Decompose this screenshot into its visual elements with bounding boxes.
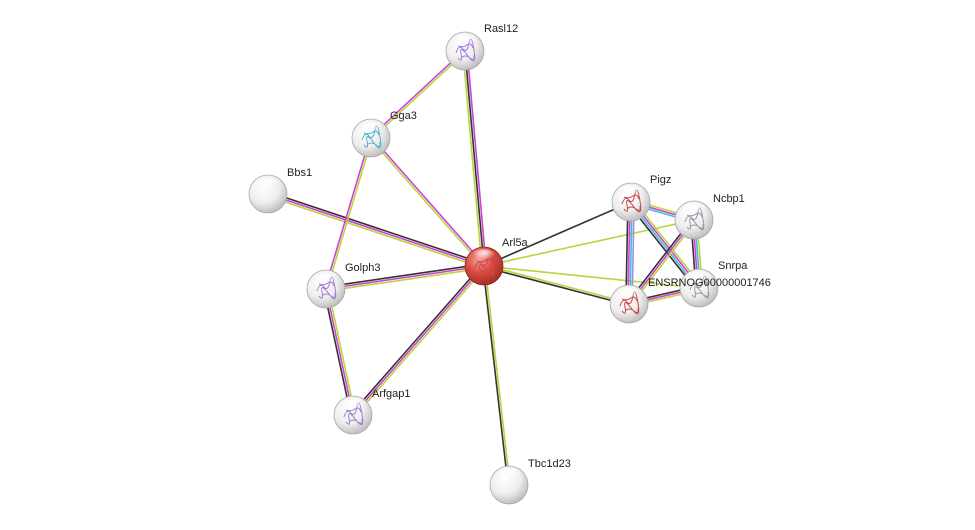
node-highlight xyxy=(687,271,711,285)
edge-evidence-coexpression xyxy=(483,201,632,267)
edge-arl5a-ncbp1[interactable] xyxy=(483,219,695,267)
node-label: ENSRNOG00000001746 xyxy=(648,277,771,289)
node-highlight xyxy=(341,398,365,412)
edge-arl5a-gga3[interactable] xyxy=(369,136,486,268)
node-highlight xyxy=(617,287,641,301)
edge-evidence-experiments xyxy=(466,49,487,267)
edge-arl5a-rasl12[interactable] xyxy=(462,49,487,268)
node-highlight xyxy=(682,203,706,217)
edge-arl5a-ensrnog00000001746[interactable] xyxy=(482,264,631,306)
node-bbs1[interactable]: Bbs1 xyxy=(248,167,312,214)
node-rasl12[interactable]: Rasl12 xyxy=(445,23,518,71)
node-highlight xyxy=(472,249,496,263)
edge-evidence-text-mining xyxy=(266,195,485,269)
edge-evidence-coexpression xyxy=(482,265,509,486)
edge-evidence-text-mining xyxy=(327,287,356,416)
edge-evidence-experiments xyxy=(370,136,486,267)
node-label: Tbc1d23 xyxy=(528,458,571,470)
node-highlight xyxy=(619,185,643,199)
edge-arl5a-arfgap1[interactable] xyxy=(350,263,487,418)
node-ensrnog00000001746[interactable]: ENSRNOG00000001746 xyxy=(609,277,771,324)
edge-arl5a-tbc1d23[interactable] xyxy=(482,265,511,486)
node-label: Rasl12 xyxy=(484,23,518,35)
node-label: Pigz xyxy=(650,174,671,186)
node-label: Snrpa xyxy=(718,260,748,272)
node-highlight xyxy=(453,34,477,48)
edge-evidence-text-mining xyxy=(483,219,695,267)
edge-arl5a-pigz[interactable] xyxy=(483,201,632,267)
node-label: Golph3 xyxy=(345,262,380,274)
node-highlight xyxy=(314,272,338,286)
node-golph3[interactable]: Golph3 xyxy=(306,262,380,309)
node-label: Arl5a xyxy=(502,237,529,249)
edge-evidence-experiments xyxy=(267,193,485,267)
edge-evidence-text-mining xyxy=(370,50,467,140)
edge-evidence-experiments xyxy=(325,288,354,416)
node-label: Ncbp1 xyxy=(713,193,745,205)
node-arl5a[interactable]: Arl5a xyxy=(464,237,529,286)
edge-arl5a-bbs1[interactable] xyxy=(266,191,486,269)
edge-evidence-coexpression xyxy=(324,263,485,288)
edge-evidence-text-mining xyxy=(326,137,373,291)
node-label: Bbs1 xyxy=(287,167,312,179)
node-snrpa[interactable]: Snrpa xyxy=(679,260,748,308)
node-arfgap1[interactable]: Arfgap1 xyxy=(333,388,411,435)
node-highlight xyxy=(256,177,280,191)
edge-evidence-coexpression xyxy=(267,191,486,265)
edge-golph3-arfgap1[interactable] xyxy=(323,287,356,417)
edge-evidence-experiments xyxy=(324,136,371,290)
node-label: Arfgap1 xyxy=(372,388,411,400)
edge-evidence-text-mining xyxy=(369,137,485,268)
edge-evidence-text-mining xyxy=(483,265,700,289)
edge-evidence-coexpression xyxy=(323,288,352,417)
node-ncbp1[interactable]: Ncbp1 xyxy=(674,193,745,240)
node-gga3[interactable]: Gga3 xyxy=(351,110,417,158)
edge-evidence-coexpression xyxy=(350,263,484,415)
node-highlight xyxy=(359,121,383,135)
node-tbc1d23[interactable]: Tbc1d23 xyxy=(489,458,571,505)
edge-rasl12-gga3[interactable] xyxy=(369,49,467,140)
edge-evidence-experiments xyxy=(369,49,466,138)
edge-arl5a-snrpa[interactable] xyxy=(483,265,700,289)
edge-evidence-coexpression xyxy=(482,266,630,306)
edge-evidence-text-mining xyxy=(325,267,486,292)
edge-evidence-text-mining xyxy=(462,50,483,268)
edge-evidence-text-mining xyxy=(353,266,487,418)
edge-evidence-experiments xyxy=(352,265,485,416)
edge-evidence-experiments xyxy=(325,265,485,290)
edge-arl5a-golph3[interactable] xyxy=(324,263,486,292)
edge-evidence-text-mining xyxy=(483,264,631,304)
node-label: Gga3 xyxy=(390,110,417,122)
edge-evidence-coexpression xyxy=(464,50,485,267)
edge-gga3-golph3[interactable] xyxy=(324,136,373,291)
node-pigz[interactable]: Pigz xyxy=(611,174,671,222)
node-highlight xyxy=(497,468,521,482)
edge-evidence-text-mining xyxy=(484,265,511,486)
